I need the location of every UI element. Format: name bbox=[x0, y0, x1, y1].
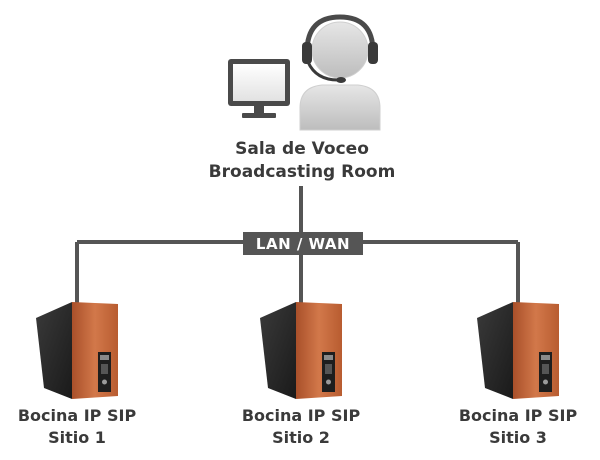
speaker-icon bbox=[260, 302, 342, 399]
speaker-node-3: Bocina IP SIP Sitio 3 bbox=[459, 302, 578, 447]
speaker-node-2: Bocina IP SIP Sitio 2 bbox=[242, 302, 361, 447]
speaker-icon bbox=[477, 302, 559, 399]
speaker-icon bbox=[36, 302, 118, 399]
speaker-label-line1: Bocina IP SIP bbox=[459, 406, 578, 425]
speaker-label-line2: Sitio 2 bbox=[272, 428, 330, 447]
speaker-nodes: Bocina IP SIP Sitio 1 Bocina IP SIP Sitio 2… bbox=[18, 302, 578, 447]
speaker-label-line1: Bocina IP SIP bbox=[18, 406, 137, 425]
speaker-label-line2: Sitio 3 bbox=[489, 428, 547, 447]
monitor-icon bbox=[228, 59, 290, 118]
speaker-label-line1: Bocina IP SIP bbox=[242, 406, 361, 425]
control-room-title-line1: Sala de Voceo bbox=[235, 139, 369, 159]
control-room-title-line2: Broadcasting Room bbox=[209, 162, 396, 182]
speaker-node-1: Bocina IP SIP Sitio 1 bbox=[18, 302, 137, 447]
network-label: LAN / WAN bbox=[256, 235, 350, 253]
speaker-label-line2: Sitio 1 bbox=[48, 428, 106, 447]
network-badge-bg bbox=[243, 232, 363, 255]
control-room-title: Sala de Voceo Broadcasting Room bbox=[209, 139, 396, 182]
network-badge: LAN / WAN bbox=[243, 232, 363, 255]
operator-headset-icon bbox=[299, 14, 381, 131]
